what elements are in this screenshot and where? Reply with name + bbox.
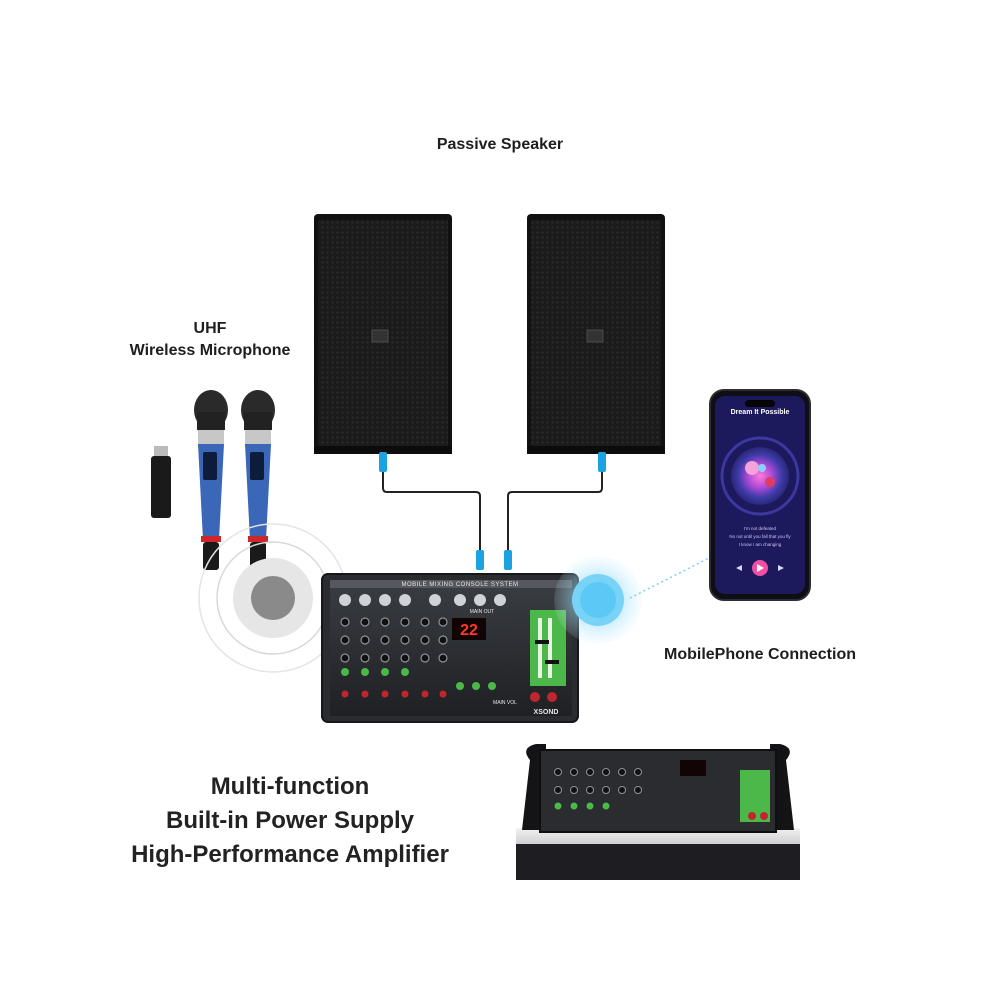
uhf-label: UHF Wireless Microphone [105,318,315,362]
phone-next-icon [778,565,784,571]
mobile-phone: Dream It Possible I'm not defeated No no… [709,389,811,601]
mixer-brand-text: XSOND [534,709,559,716]
feature-list: Multi-function Built-in Power Supply Hig… [110,770,470,872]
speaker-cables [382,470,603,552]
phone-prev-icon [736,565,742,571]
uhf-label-line2: Wireless Microphone [129,342,291,359]
feature-line-3: High-Performance Amplifier [131,841,449,868]
phone-song-title: Dream It Possible [731,409,790,416]
mixer-main-vol-text: MAIN VOL [493,700,517,706]
left-passive-speaker [314,214,452,454]
speakon-connectors [379,452,606,570]
bluetooth-signal-icon [554,556,642,644]
bluetooth-link-line [629,554,716,599]
right-passive-speaker [527,214,665,454]
wireless-signal-icon [198,523,348,673]
mixer-main-out-text: MAIN OUT [470,609,494,615]
wireless-microphone-1 [194,390,228,570]
phone-lyric-1: I'm not defeated [744,526,777,531]
phone-lyric-3: I know I am changing [739,542,782,547]
mobilephone-connection-label: MobilePhone Connection [664,646,856,663]
phone-lyric-2: No not until you fall that you fly [729,534,791,539]
wireless-microphone-2 [241,390,275,570]
usb-receiver [151,446,171,518]
uhf-label-line1: UHF [193,320,227,337]
passive-speaker-label: Passive Speaker [436,136,564,153]
feature-line-1: Multi-function [210,773,370,800]
powered-mixer-main: 22 MOBILE MIXING CONSOLE SYSTEM MAIN OUT… [321,573,579,723]
mixer-header-text: MOBILE MIXING CONSOLE SYSTEM [401,582,518,588]
powered-mixer-case [516,744,800,880]
feature-line-2: Built-in Power Supply [165,807,414,834]
mixer-display: 22 [460,622,478,639]
